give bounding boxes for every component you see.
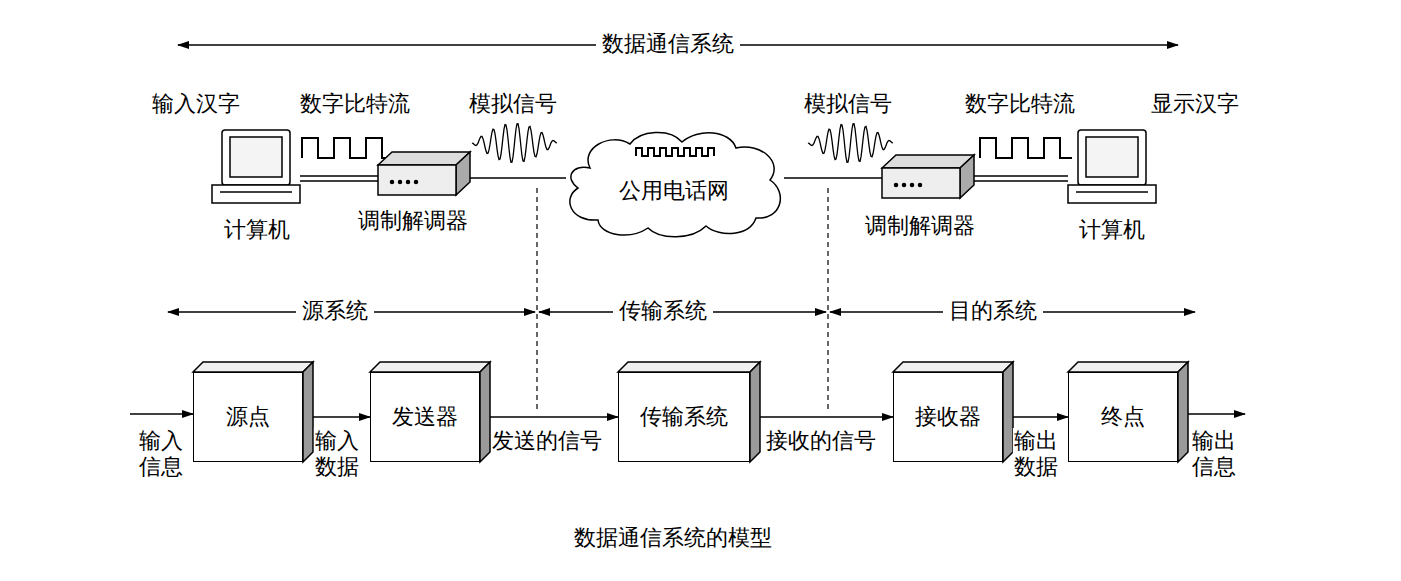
analog-wave bbox=[808, 124, 893, 163]
process-box: 发送器 bbox=[370, 372, 480, 462]
output-label: 显示汉字 bbox=[1151, 91, 1239, 117]
span-label: 目的系统 bbox=[943, 298, 1043, 324]
flow-arrow bbox=[1013, 416, 1068, 418]
process-box: 传输系统 bbox=[618, 372, 750, 462]
device-label: 调制解调器 bbox=[358, 208, 468, 234]
span-label: 源系统 bbox=[296, 298, 374, 324]
input-label: 输入汉字 bbox=[152, 91, 240, 117]
edge-label: 输出数据 bbox=[1013, 428, 1059, 481]
flow-arrow bbox=[490, 416, 618, 418]
box-depth bbox=[370, 372, 371, 373]
span-label: 传输系统 bbox=[613, 298, 713, 324]
node-text: 终点 bbox=[1101, 404, 1145, 430]
bit-stream bbox=[302, 138, 396, 158]
computer-icon bbox=[1068, 130, 1156, 203]
node-text: 源点 bbox=[226, 404, 270, 430]
bit-stream bbox=[980, 138, 1072, 158]
boundary-line bbox=[536, 188, 537, 410]
signal-label: 数字比特流 bbox=[300, 91, 410, 117]
signal-label: 模拟信号 bbox=[804, 91, 892, 117]
analog-wave bbox=[472, 124, 557, 163]
phone-line bbox=[470, 177, 566, 179]
process-box: 终点 bbox=[1068, 372, 1178, 462]
io-arrow bbox=[130, 413, 193, 415]
caption: 数据通信系统的模型 bbox=[574, 525, 772, 551]
computer-icon bbox=[212, 130, 300, 203]
node-text: 接收器 bbox=[915, 404, 981, 430]
io-label: 输入信息 bbox=[138, 428, 184, 481]
box-depth bbox=[1068, 372, 1069, 373]
device-label: 计算机 bbox=[224, 217, 290, 243]
modem-icon bbox=[378, 152, 470, 195]
edge-label: 接收的信号 bbox=[766, 428, 876, 454]
flow-arrow bbox=[313, 416, 370, 418]
io-arrow bbox=[1186, 413, 1245, 415]
node-text: 公用电话网 bbox=[619, 178, 729, 204]
process-box: 接收器 bbox=[893, 372, 1003, 462]
signal-label: 数字比特流 bbox=[965, 91, 1075, 117]
box-depth bbox=[893, 372, 894, 373]
box-depth bbox=[618, 372, 619, 373]
flow-arrow bbox=[760, 416, 893, 418]
device-label: 调制解调器 bbox=[865, 213, 975, 239]
boundary-line bbox=[827, 188, 828, 410]
process-box: 源点 bbox=[193, 372, 303, 462]
network-cloud: 公用电话网 bbox=[560, 128, 788, 240]
node-text: 传输系统 bbox=[640, 404, 728, 430]
span-label: 数据通信系统 bbox=[596, 31, 740, 57]
signal-label: 模拟信号 bbox=[469, 91, 557, 117]
modem-icon bbox=[882, 155, 974, 198]
edge-label: 输入数据 bbox=[314, 428, 360, 481]
io-label: 输出信息 bbox=[1191, 428, 1237, 481]
edge-label: 发送的信号 bbox=[492, 428, 602, 454]
node-text: 发送器 bbox=[392, 404, 458, 430]
box-depth bbox=[193, 372, 194, 373]
device-label: 计算机 bbox=[1079, 217, 1145, 243]
phone-line bbox=[784, 177, 882, 179]
